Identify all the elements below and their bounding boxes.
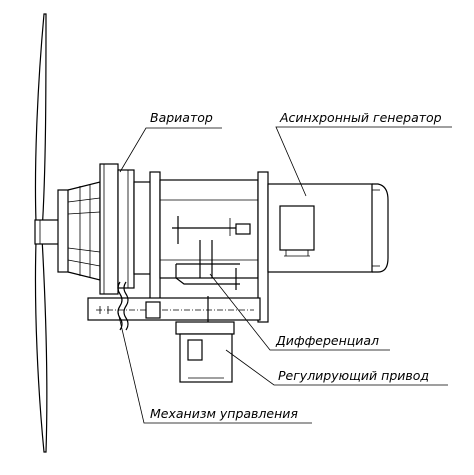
variator-housing: [99, 163, 135, 295]
label-generator: Асинхронный генератор: [279, 110, 442, 125]
label-control-mechanism: Механизм управления: [150, 406, 298, 421]
label-variator: Вариатор: [150, 110, 213, 125]
asynchronous-generator: [267, 183, 389, 273]
regulating-drive: [175, 321, 235, 383]
rotor-hub: [34, 181, 101, 281]
label-regulating-drive: Регулирующий привод: [278, 368, 429, 383]
label-differential: Дифференциал: [275, 333, 379, 348]
control-shaft-tube: [87, 296, 261, 322]
leader-lines: [117, 126, 452, 424]
control-linkage: [117, 281, 129, 331]
